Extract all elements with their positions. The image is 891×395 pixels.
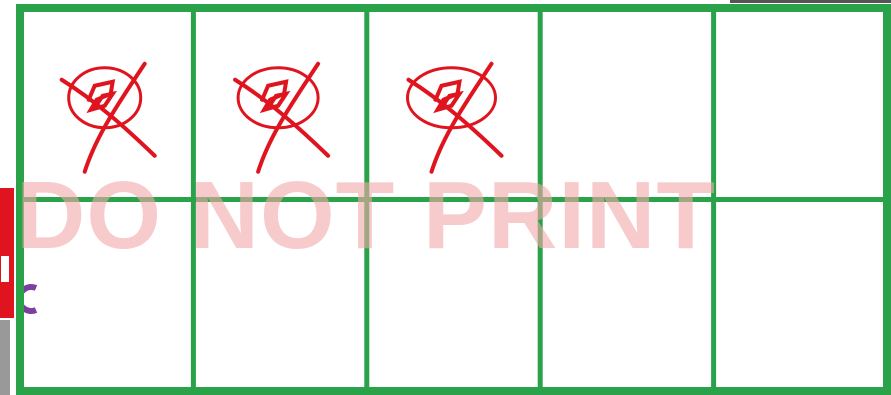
ten-frame-cell[interactable] [717,203,884,389]
ten-frame-cell[interactable] [196,203,363,389]
ten-frame-cell[interactable] [543,203,710,389]
ten-frame-grid [16,4,891,395]
ten-frame-cell[interactable] [370,203,537,389]
ten-frame-cell[interactable] [23,203,190,389]
ten-frame-cell[interactable] [543,11,710,197]
top-edge-mark [730,0,891,3]
ten-frame-cell[interactable] [717,11,884,197]
